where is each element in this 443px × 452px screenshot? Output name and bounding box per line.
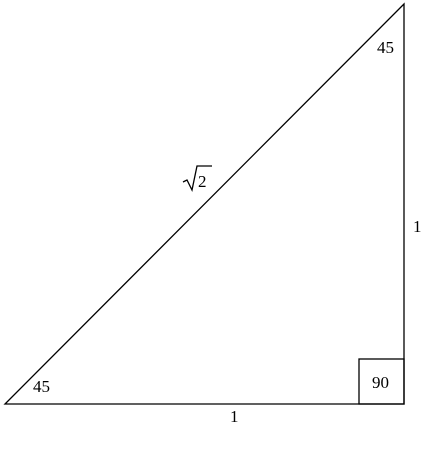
- sqrt-radical-sign: [182, 165, 212, 192]
- angle-bottom-left-label: 45: [33, 377, 50, 396]
- triangle-outline: [3, 2, 405, 405]
- angle-top-right-label: 45: [377, 38, 394, 57]
- side-right-label: 1: [413, 217, 422, 236]
- right-angle-label: 90: [372, 373, 389, 392]
- hypotenuse-label: 2: [182, 165, 212, 192]
- side-bottom-label: 1: [230, 407, 239, 426]
- right-angle-box: [358, 358, 405, 405]
- hypotenuse-radicand: 2: [198, 172, 207, 191]
